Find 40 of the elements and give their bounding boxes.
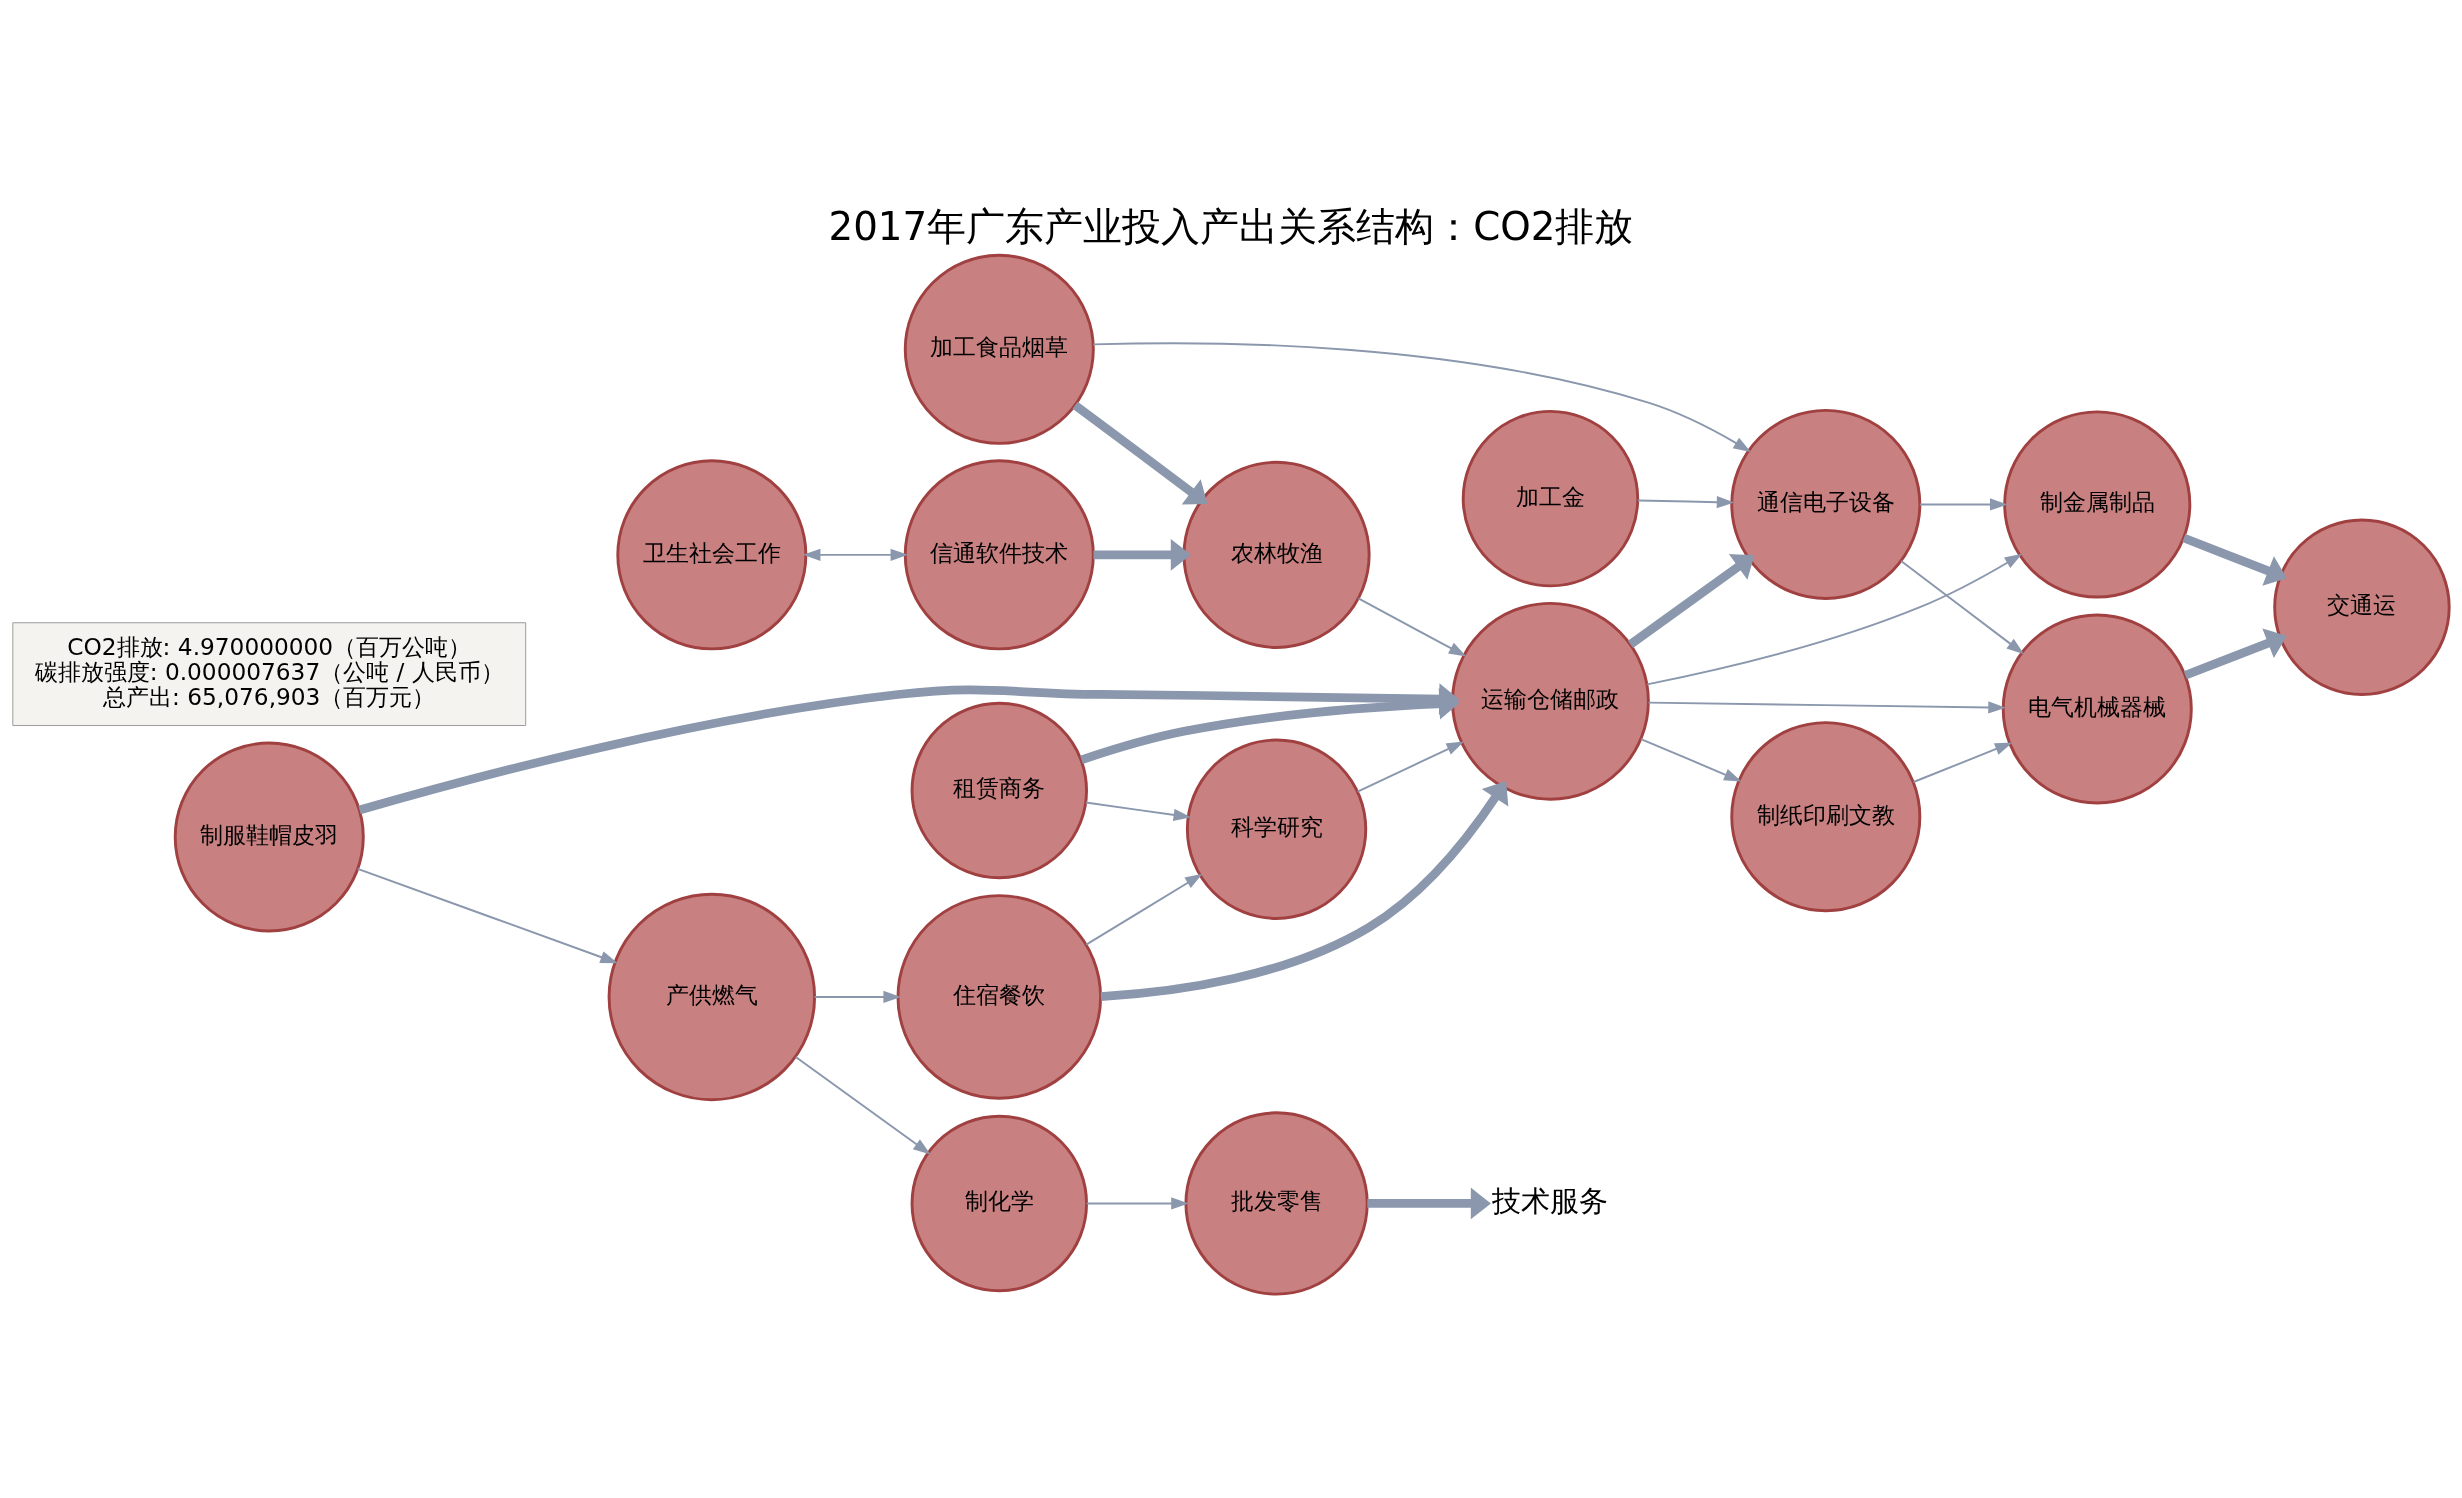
- arrow: [1912, 742, 2013, 783]
- arrow: [813, 990, 901, 1003]
- arrow: [1357, 596, 1467, 656]
- node-circle: 加工食品烟草: [903, 253, 1095, 445]
- node-text: 技术服务: [1492, 1183, 1609, 1218]
- arrow: [1092, 341, 1751, 452]
- arrow: [2182, 533, 2287, 586]
- arrow: [802, 548, 909, 561]
- arrow: [1646, 553, 2023, 685]
- arrow: [1356, 741, 1465, 792]
- arrow: [2183, 627, 2287, 679]
- arrow: [1367, 1187, 1491, 1219]
- arrow: [1640, 737, 1742, 781]
- arrow: [1093, 538, 1191, 571]
- arrow: [1647, 700, 2006, 714]
- node-circle: 批发零售: [1184, 1110, 1369, 1296]
- node-circle: 制纸印刷文教: [1730, 720, 1922, 912]
- node-box: CO2排放: 4.970000000（百万公吨） 碳排放强度: 0.000007637（公吨 / 人民币） 总产出: 65,076,903（百万元）: [12, 621, 527, 726]
- node-circle: 租赁商务: [910, 701, 1088, 879]
- node-circle: 信通软件技术: [903, 458, 1095, 650]
- arrow: [1085, 873, 1203, 946]
- arrow: [1636, 495, 1735, 508]
- arrow: [1072, 401, 1208, 505]
- arrow: [1084, 801, 1192, 821]
- node-circle: 住宿餐饮: [896, 893, 1103, 1100]
- arrow: [356, 867, 618, 963]
- node-circle: 卫生社会工作: [616, 458, 808, 650]
- node-circle: 产供燃气: [607, 892, 817, 1101]
- arrow: [1627, 553, 1755, 648]
- node-circle: 加工金: [1461, 409, 1640, 587]
- node-circle: 运输仓储邮政: [1451, 601, 1650, 801]
- node-circle: 制服鞋帽皮羽: [173, 741, 365, 932]
- arrow: [1085, 1196, 1189, 1210]
- arrow: [1100, 780, 1509, 1001]
- arrow: [1900, 559, 2025, 654]
- diagram-title: 2017年广东产业投入产出关系结构：CO2排放: [828, 203, 1634, 249]
- node-circle: 电气机械器械: [2001, 613, 2193, 805]
- arrow: [1918, 497, 2008, 511]
- arrow: [794, 1055, 931, 1154]
- node-circle: 交通运: [2273, 518, 2451, 696]
